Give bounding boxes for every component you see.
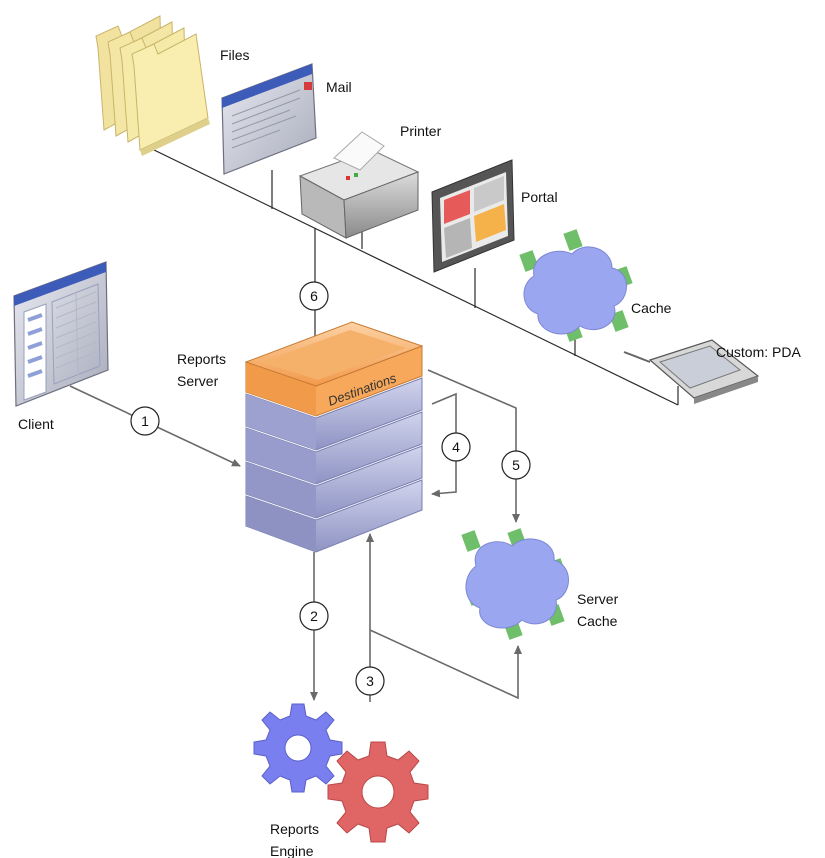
printer-icon — [298, 131, 420, 239]
portal-icon — [431, 159, 515, 273]
step-marker-3: 3 — [355, 666, 385, 696]
step-number: 3 — [366, 673, 374, 689]
server-cache-label-line2: Cache — [577, 613, 618, 629]
server-cache-cloud-icon — [461, 528, 569, 640]
files-icon — [95, 15, 210, 156]
step-marker-1: 1 — [130, 406, 160, 436]
step-marker-5: 5 — [501, 450, 531, 480]
reports-server-label-line1: Reports — [177, 351, 226, 367]
step-marker-6: 6 — [299, 281, 329, 311]
printer-label: Printer — [400, 123, 442, 139]
portal-label: Portal — [521, 189, 558, 205]
client-icon — [13, 261, 109, 407]
reports-engine-label-line1: Reports — [270, 821, 319, 837]
step-number: 5 — [512, 457, 520, 473]
step-number: 1 — [141, 413, 149, 429]
custom-pda-label: Custom: PDA — [716, 344, 801, 360]
cache-cloud-icon — [519, 229, 633, 342]
cache-label: Cache — [631, 300, 672, 316]
step-marker-4: 4 — [441, 432, 471, 462]
mail-label: Mail — [326, 79, 352, 95]
reports-engine-label-line2: Engine — [270, 843, 314, 858]
step-number: 2 — [310, 608, 318, 624]
pda-icon — [623, 339, 760, 404]
mail-icon — [221, 63, 317, 175]
step-number: 6 — [310, 288, 318, 304]
client-label: Client — [18, 416, 54, 432]
step-marker-2: 2 — [299, 601, 329, 631]
server-cache-label-line1: Server — [577, 591, 619, 607]
reports-server-label-line2: Server — [177, 373, 219, 389]
files-label: Files — [220, 47, 250, 63]
step-number: 4 — [452, 439, 460, 455]
reports-server-stack — [244, 321, 424, 553]
reports-engine-gears-icon — [253, 703, 429, 843]
